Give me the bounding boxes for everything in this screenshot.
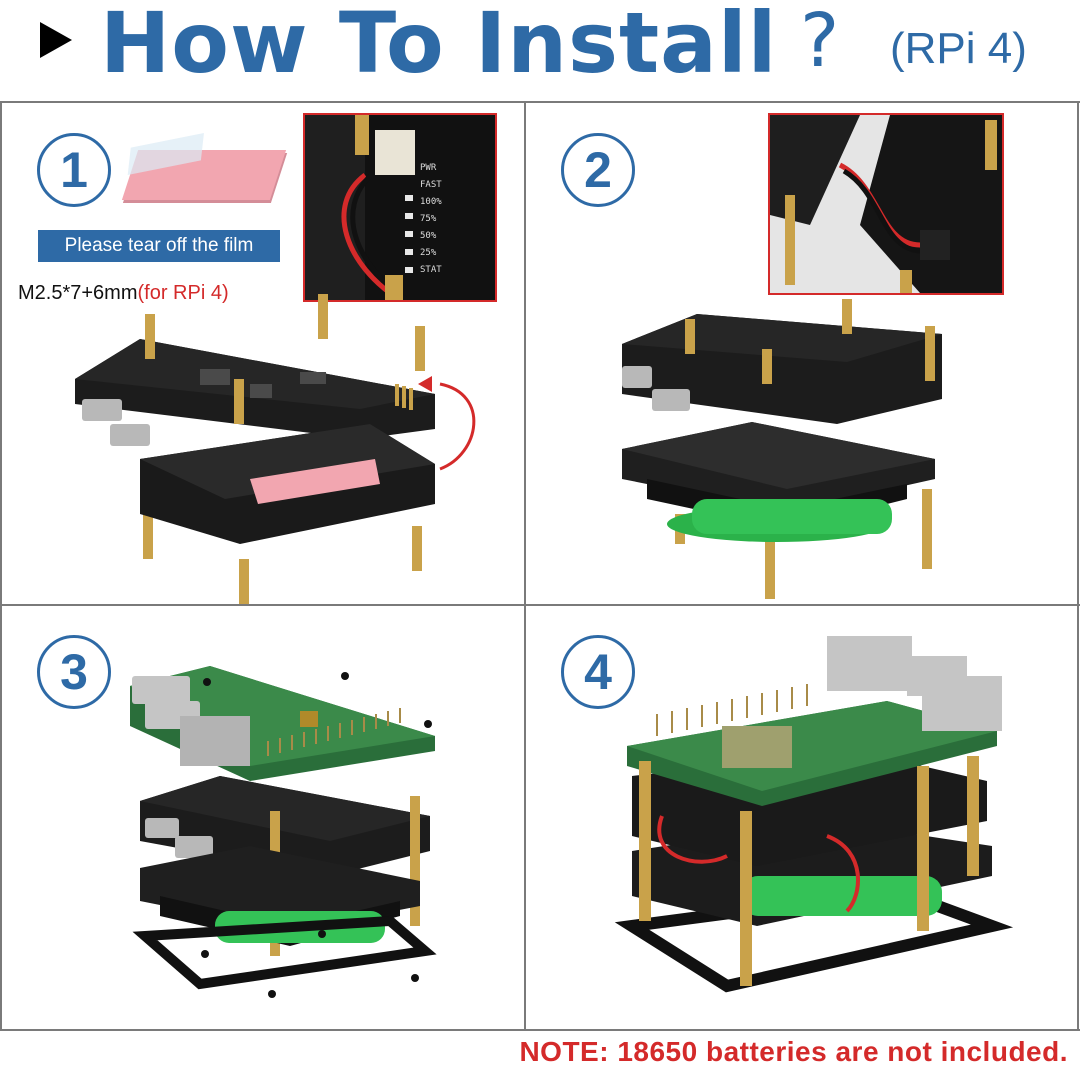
fan-speed-labels: PWR FAST 100% 75% 50% 25% STAT (420, 160, 442, 279)
fan-label-fast: FAST (420, 180, 442, 190)
batteries-not-included-note: NOTE: 18650 batteries are not included. (519, 1036, 1068, 1067)
step-3-assembly-illustration (130, 666, 437, 998)
fan-connector-closeup (305, 115, 495, 300)
header: How To Install ? (RPi 4) (0, 0, 1080, 100)
fan-label-25: 25% (420, 248, 437, 258)
grid-line-bottom (0, 1029, 1080, 1031)
screw-size-note: (for RPi 4) (137, 282, 229, 304)
fan-cable-inset (768, 113, 1004, 295)
screw-size-text: M2.5*7+6mm (18, 282, 138, 304)
step-4-assembly-illustration (614, 636, 1014, 993)
tear-film-label: Please tear off the film (38, 230, 280, 262)
grid-line-right (1077, 103, 1079, 1030)
step-1-number: 1 (37, 133, 111, 207)
fan-label-stat: STAT (420, 265, 442, 275)
step-4-number: 4 (561, 635, 635, 709)
step-1-assembly-illustration (75, 294, 476, 604)
grid-line-center (524, 103, 526, 1030)
grid-line-middle (0, 604, 1080, 606)
page-subtitle: (RPi 4) (890, 24, 1027, 73)
fan-label-100: 100% (420, 197, 442, 207)
play-arrow-icon (40, 22, 72, 58)
fan-label-pwr: PWR (420, 163, 437, 173)
fan-cable-closeup (770, 115, 1002, 293)
screw-size-label: M2.5*7+6mm(for RPi 4) (18, 282, 229, 305)
step-3-number: 3 (37, 635, 111, 709)
question-mark: ? (800, 0, 840, 84)
fan-label-75: 75% (420, 214, 437, 224)
fan-connector-inset: PWR FAST 100% 75% 50% 25% STAT (303, 113, 497, 302)
grid-line-top (0, 101, 1080, 103)
step-2-number: 2 (561, 133, 635, 207)
fan-label-50: 50% (420, 231, 437, 241)
page-title: How To Install (100, 0, 778, 92)
step-2-assembly-illustration (622, 299, 942, 599)
grid-line-left (0, 103, 2, 1030)
